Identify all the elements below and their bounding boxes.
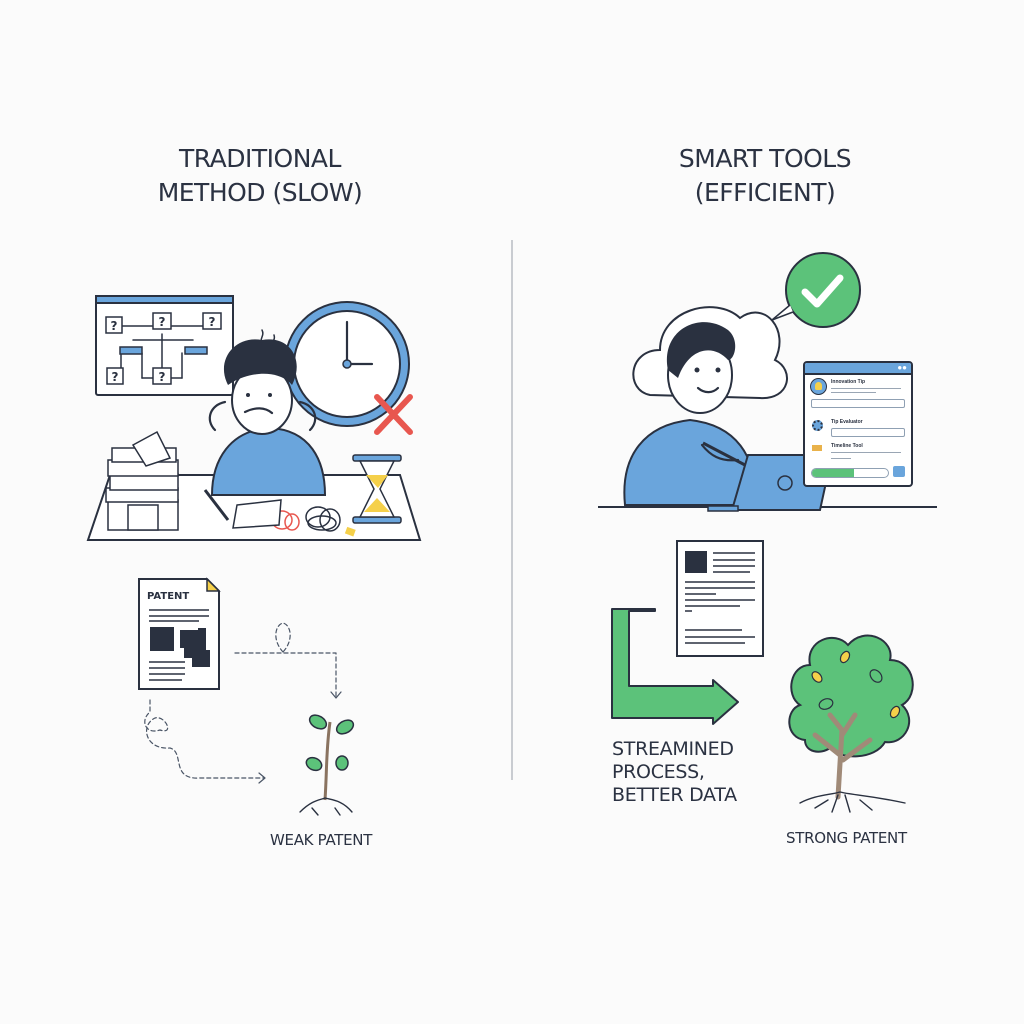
progress-bar <box>811 468 889 478</box>
flowchart-icon: ? ? ? ? ? <box>95 295 234 396</box>
patent-document-icon <box>138 577 221 690</box>
document-icon <box>676 540 764 657</box>
hourglass-icon <box>352 454 402 524</box>
process-label: STREAMINED PROCESS, BETTER DATA <box>612 738 737 807</box>
right-title-line1: SMART TOOLS <box>678 144 852 173</box>
green-arrow-icon <box>611 608 739 725</box>
evaluator-input[interactable] <box>831 428 905 437</box>
tool-icon <box>812 445 822 451</box>
left-title: TRADITIONAL METHOD (SLOW) <box>110 142 410 210</box>
svg-text:?: ? <box>112 370 119 384</box>
timeline-tool-label: Timeline Tool <box>831 443 863 449</box>
stressed-person <box>208 329 327 496</box>
innovation-tip-label: Innovation Tip <box>831 379 866 385</box>
gear-icon <box>812 420 823 431</box>
eraser <box>344 526 356 537</box>
red-x-icon <box>374 394 413 435</box>
dashed-path-arrow <box>144 622 337 779</box>
paper-stack <box>105 430 179 531</box>
arrow-heads <box>258 691 342 784</box>
weak-patent-label: WEAK PATENT <box>270 831 373 849</box>
pen-icon <box>203 489 230 521</box>
happy-person <box>623 322 757 506</box>
note-paper <box>232 499 282 529</box>
svg-text:?: ? <box>159 315 166 329</box>
window-titlebar: ●● <box>805 363 911 375</box>
submit-button[interactable] <box>893 466 905 477</box>
sapling-icon <box>299 714 355 816</box>
right-title: SMART TOOLS (EFFICIENT) <box>615 142 915 210</box>
tip-evaluator-label: Tip Evaluator <box>831 419 863 425</box>
svg-text:?: ? <box>111 319 118 333</box>
process-label-line2: PROCESS, <box>612 761 705 783</box>
app-window: ●● Innovation Tip Tip Evaluator Timeline… <box>803 361 913 487</box>
lightbulb-icon <box>810 378 827 395</box>
tip-input[interactable] <box>811 399 905 408</box>
left-title-line2: METHOD (SLOW) <box>157 178 363 207</box>
patent-label: PATENT <box>147 591 189 602</box>
svg-text:?: ? <box>159 370 166 384</box>
process-label-line1: STREAMINED <box>612 738 734 760</box>
center-divider <box>511 240 513 780</box>
check-bubble-icon <box>771 252 861 328</box>
strong-patent-label: STRONG PATENT <box>786 829 907 847</box>
window-controls[interactable]: ●● <box>897 363 907 372</box>
tree-icon <box>788 634 914 813</box>
process-label-line3: BETTER DATA <box>612 784 737 806</box>
right-title-line2: (EFFICIENT) <box>694 178 836 207</box>
left-title-line1: TRADITIONAL <box>179 144 341 173</box>
svg-text:?: ? <box>209 315 216 329</box>
